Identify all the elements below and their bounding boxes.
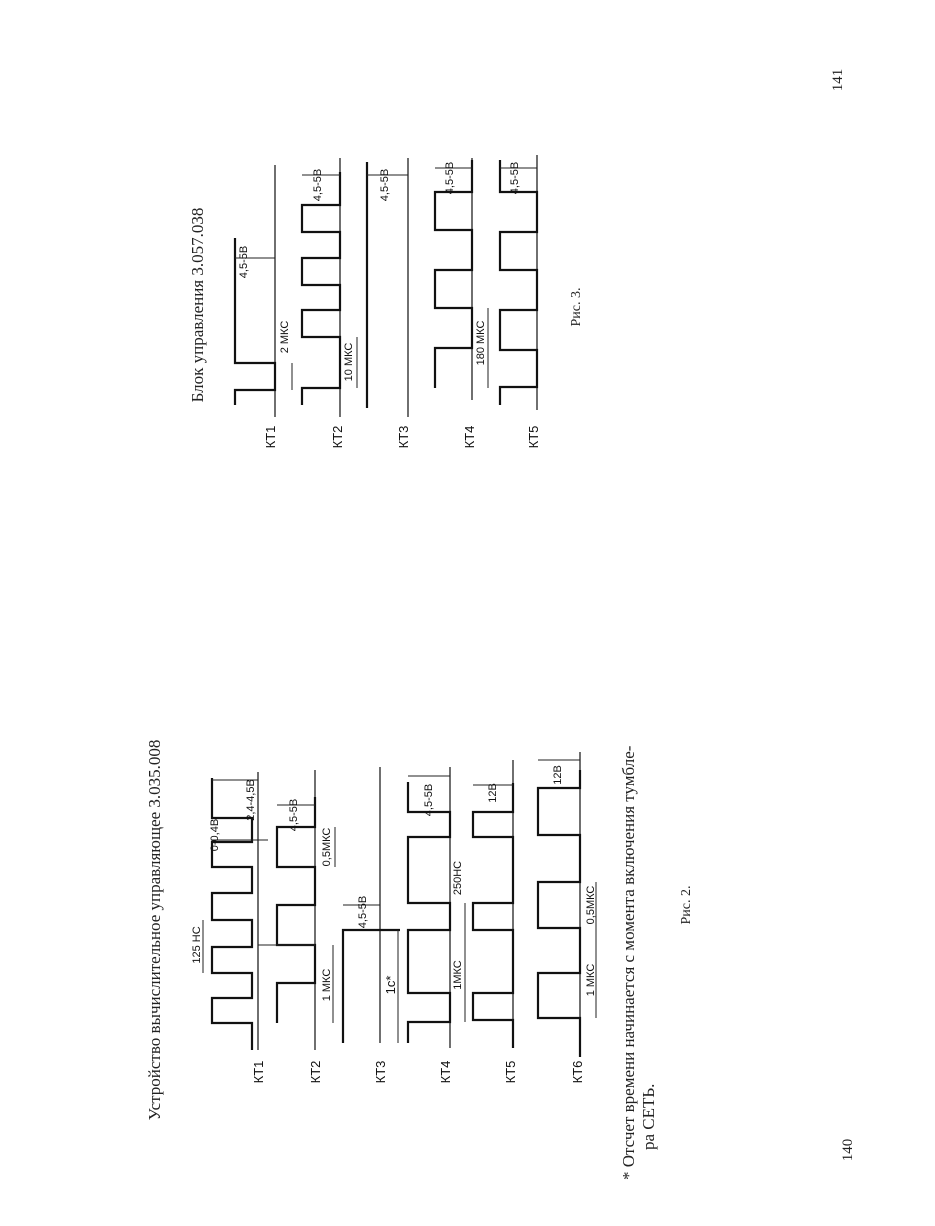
fig3-kt1-level: 4,5-5В xyxy=(238,246,250,278)
fig2-channel-kt2: КТ2 xyxy=(308,1061,323,1084)
dimension-lines xyxy=(202,167,597,1043)
fig2-channel-kt6: КТ6 xyxy=(570,1061,585,1084)
fig2-kt2-period: 1 МКС xyxy=(321,969,333,1002)
kt4-waveform xyxy=(406,782,452,1043)
figure3-caption: Рис. 3. xyxy=(569,288,584,327)
fig3-channel-kt5: КТ5 xyxy=(526,426,541,449)
fig2-kt5-level: 12В xyxy=(487,783,499,803)
page-number-right: 141 xyxy=(830,69,846,92)
fig2-kt6-pulse: 0,5МКС xyxy=(585,886,597,925)
figure2-caption: Рис. 2. xyxy=(679,886,694,925)
fig2-kt1-period: 125 НС xyxy=(191,926,203,963)
fig3-kt4-level: 4,5-5В xyxy=(444,162,456,194)
fig2-kt1-low: 0-0,4В xyxy=(209,819,221,851)
footnote-line2: ра СЕТЬ. xyxy=(639,1084,658,1150)
figure3-title: Блок управления 3.057.038 xyxy=(188,208,207,403)
fig2-kt6-period: 1 МКС xyxy=(585,964,597,997)
fig3-channel-kt3: КТ3 xyxy=(396,426,411,449)
fig2-kt1-high: 2,4-4,5В xyxy=(245,779,257,821)
fig3-kt5-level: 4,5-5В xyxy=(509,162,521,194)
f3-kt5-waveform xyxy=(498,160,539,405)
fig2-kt4-level: 4,5-5В xyxy=(423,784,435,816)
footnote-line1: * Отсчет времени начинается с момента вк… xyxy=(619,745,638,1180)
fig2-channel-kt5: КТ5 xyxy=(503,1061,518,1084)
f3-kt2-waveform xyxy=(300,172,342,405)
kt6-waveform xyxy=(536,770,582,1057)
page-number-left: 140 xyxy=(840,1139,856,1162)
fig3-kt4-shift: 180 МКС xyxy=(475,321,487,366)
fig3-kt2-period: 10 МКС xyxy=(343,343,355,382)
f3-kt1-waveform xyxy=(233,238,277,405)
fig2-channel-kt1: КТ1 xyxy=(251,1061,266,1084)
kt2-waveform xyxy=(275,797,317,1023)
fig2-kt2-level: 4,5-5В xyxy=(288,799,300,831)
fig2-kt4-period: 1МКС xyxy=(452,960,464,990)
fig2-kt3-delay: 1с* xyxy=(383,976,398,995)
fig3-channel-kt2: КТ2 xyxy=(330,426,345,449)
fig3-kt2-level: 4,5-5В xyxy=(312,169,324,201)
fig2-kt3-level: 4,5-5В xyxy=(357,896,369,928)
fig3-kt3-level: 4,5-5В xyxy=(379,169,391,201)
kt5-waveform xyxy=(471,783,515,1048)
fig2-kt2-pulse: 0,5МКС xyxy=(321,828,333,867)
waveforms xyxy=(210,155,582,1057)
fig3-kt1-pulse: 2 МКС xyxy=(279,321,291,354)
fig3-channel-kt4: КТ4 xyxy=(462,426,477,449)
fig2-channel-kt3: КТ3 xyxy=(373,1061,388,1084)
figure2-title: Устройство вычислительное управляющее 3.… xyxy=(145,740,164,1121)
f3-kt4-waveform xyxy=(433,160,474,388)
fig2-kt6-level: 12В xyxy=(552,765,564,785)
fig3-channel-kt1: КТ1 xyxy=(263,426,278,449)
kt1-waveform xyxy=(210,778,254,1050)
fig2-kt4-shift: 250НС xyxy=(452,861,464,895)
fig2-channel-kt4: КТ4 xyxy=(438,1061,453,1084)
kt3-waveform xyxy=(341,928,400,1043)
